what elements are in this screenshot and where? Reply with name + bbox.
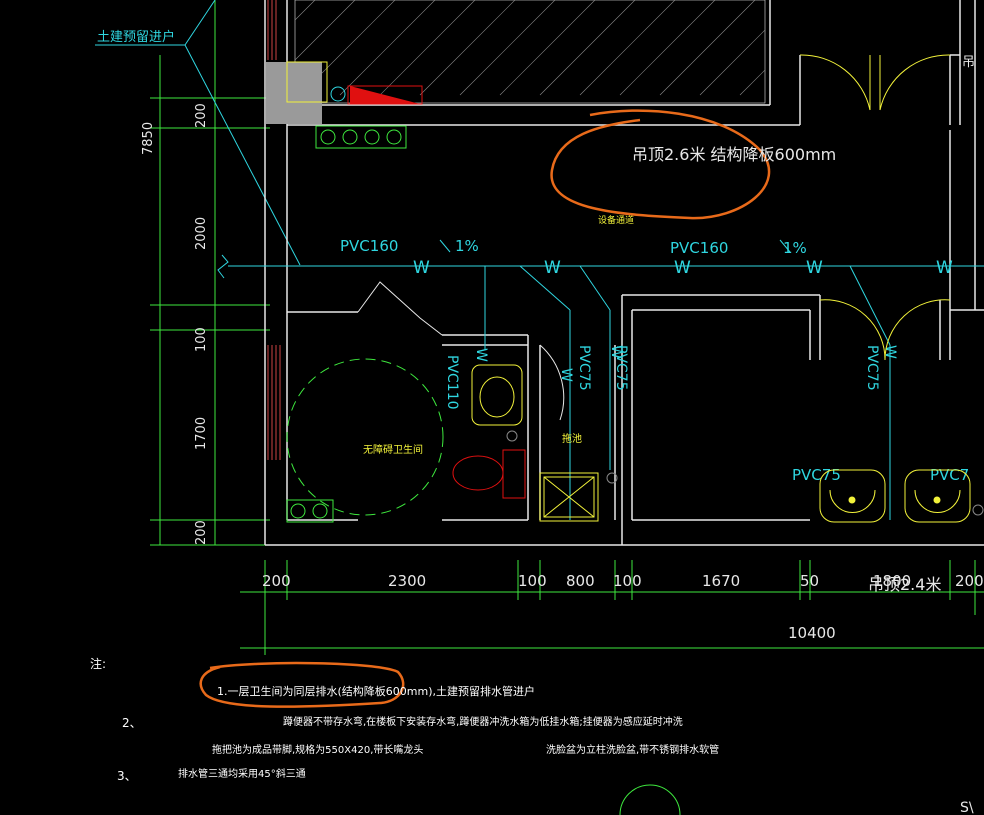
note-3: 排水管三通均采用45°斜三通 — [178, 769, 306, 780]
pipe-w-v1: W — [473, 348, 489, 362]
note-2-number: 2、 — [122, 716, 142, 730]
dim-bottom-0: 200 — [262, 572, 291, 590]
pipe-w-v3: W — [608, 345, 624, 359]
bottom-right-mark: S\ — [960, 800, 974, 815]
pipe-slope-b: 1% — [783, 239, 807, 257]
red-marker — [350, 86, 420, 104]
section-marker — [619, 784, 681, 815]
note-2b: 拖把池为成品带脚,规格为550X420,带长嘴龙头 — [212, 745, 424, 756]
pipe-label-pvc110: PVC110 — [444, 355, 460, 410]
pipe-label-pvc75-b: PVC75 — [613, 345, 629, 391]
floor-drain-icon — [330, 86, 346, 102]
note-1: 1.一层卫生间为同层排水(结构降板600mm),土建预留排水管进户 — [217, 685, 535, 698]
right-edge-label: 吊 — [962, 55, 975, 70]
dim-bottom-6: 50 — [800, 572, 819, 590]
red-marker-box — [347, 85, 423, 105]
dim-left-200-bottom: 200 — [194, 520, 209, 545]
leader-lines — [95, 0, 301, 266]
pipe-label-pvc75-a: PVC75 — [576, 345, 592, 391]
pipe-w-4: W — [806, 258, 823, 278]
top-label: 土建预留进户 — [97, 29, 175, 45]
dim-bottom-3: 800 — [566, 572, 595, 590]
pipe-w-5: W — [936, 258, 953, 278]
dim-bottom-5: 1670 — [702, 572, 740, 590]
left-dimension-lines — [150, 0, 270, 546]
annotation-ceiling: 吊顶2.6米 结构降板600mm — [632, 145, 836, 164]
pipe-w-1: W — [413, 258, 430, 278]
room-label: 无障碍卫生间 — [363, 443, 423, 456]
bottom-dimension-lines — [240, 560, 984, 655]
hatched-slab — [294, 0, 766, 104]
dim-bottom-4: 100 — [613, 572, 642, 590]
dim-bottom-8: 200 — [955, 572, 984, 590]
note-2: 蹲便器不带存水弯,在楼板下安装存水弯,蹲便器冲洗水箱为低挂水箱;挂便器为感应延时… — [283, 717, 683, 728]
pipe-label-pvc160-a: PVC160 — [340, 237, 398, 255]
window-frames — [267, 0, 281, 460]
fixture-row-top — [315, 125, 407, 149]
pipe-w-2: W — [544, 258, 561, 278]
mop-sink — [539, 472, 618, 522]
pipe-label-pvc75-c: PVC75 — [864, 345, 880, 391]
dim-left-1700: 1700 — [194, 417, 209, 450]
note-highlight-ring — [199, 661, 405, 708]
annotation-secondary: 设备通道 — [598, 214, 634, 226]
pipe-label-pvc160-b: PVC160 — [670, 239, 728, 257]
annotation-ceiling-text: 吊顶2.6米 结构降板600mm — [632, 145, 836, 164]
annotation-ellipse — [550, 109, 771, 220]
dim-bottom-7: 1800 — [873, 572, 911, 590]
dim-left-2000: 2000 — [194, 217, 209, 250]
pipe-label-pvc75-d: PVC75 — [792, 466, 841, 484]
mop-label: 拖池 — [562, 432, 582, 445]
right-fixtures — [819, 299, 984, 523]
pipe-w-3: W — [674, 258, 691, 278]
dim-bottom-1: 2300 — [388, 572, 426, 590]
dim-left-100: 100 — [194, 327, 209, 352]
walls — [264, 0, 984, 546]
note-3-number: 3、 — [117, 769, 137, 783]
duct-block-outline — [286, 61, 328, 103]
pipe-w-v2: W — [558, 368, 574, 382]
dim-left-total: 7850 — [141, 122, 156, 155]
main-drain-pipe — [217, 239, 984, 520]
duct-block — [266, 62, 322, 124]
double-door — [799, 54, 951, 111]
notes-heading: 注: — [90, 657, 107, 671]
pipe-label-pvc75-e: PVC7 — [930, 466, 969, 484]
note-2c: 洗脸盆为立柱洗脸盆,带不锈钢排水软管 — [546, 745, 720, 756]
pipe-slope-a: 1% — [455, 237, 479, 255]
accessible-toilet-room — [286, 281, 565, 523]
dim-bottom-total: 10400 — [788, 624, 836, 642]
dim-left-200-top: 200 — [194, 103, 209, 128]
dim-overlay: 吊顶2.4米 — [868, 575, 941, 594]
dim-bottom-2: 100 — [518, 572, 547, 590]
